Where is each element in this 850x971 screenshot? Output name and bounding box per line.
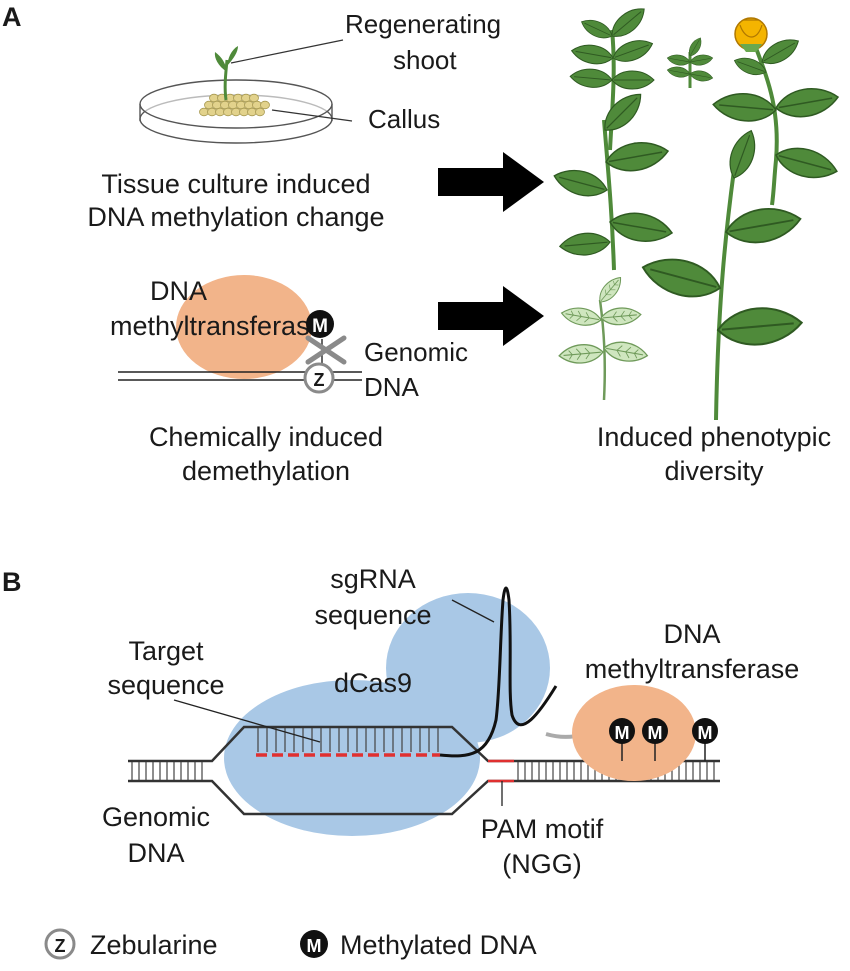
dcas9-blob-lower bbox=[224, 680, 480, 836]
callus-cell bbox=[260, 100, 270, 110]
pam-motif-red bbox=[488, 759, 514, 783]
removed-methyl-cross-icon bbox=[305, 335, 347, 365]
chemical-label-2: demethylation bbox=[182, 456, 350, 486]
tissue-culture-label-2: DNA methylation change bbox=[87, 202, 384, 232]
pam-label-1: PAM motif bbox=[481, 814, 604, 844]
callus-mass bbox=[199, 93, 270, 117]
plant-light-green bbox=[557, 272, 650, 401]
methyl-marks-b: M M M bbox=[609, 718, 718, 761]
methyl-mark-b1-icon bbox=[609, 718, 635, 744]
plant-small-sprout bbox=[666, 35, 714, 88]
regenerating-shoot-label-1: Regenerating bbox=[345, 9, 501, 39]
genomic-dna-b-label-2: DNA bbox=[127, 838, 184, 868]
dna-mtase-a-label-1: DNA bbox=[150, 276, 207, 306]
methyl-mark-a-icon bbox=[306, 310, 334, 338]
methyl-mark-b3-letter: M bbox=[698, 723, 713, 743]
dcas9-label: dCas9 bbox=[334, 668, 412, 698]
dna-mtase-a-label-2: methyltransferase bbox=[110, 311, 325, 341]
zebularine-mark-a-icon bbox=[303, 362, 335, 394]
genomic-dna-a-label-1: Genomic bbox=[364, 337, 468, 367]
methyl-mark-b1-letter: M bbox=[615, 723, 630, 743]
panel-b-letter: B bbox=[2, 567, 22, 597]
phenotypic-label-1: Induced phenotypic bbox=[597, 422, 831, 452]
panel-a-letter: A bbox=[2, 2, 22, 32]
sgrna-label-2: sequence bbox=[314, 600, 431, 630]
target-leader-line bbox=[173, 699, 321, 743]
regenerating-shoot-plantlet bbox=[214, 46, 238, 101]
plant-tall bbox=[637, 126, 805, 421]
legend-methylated-icon bbox=[300, 930, 328, 958]
zebularine-mark-a-letter: Z bbox=[314, 370, 325, 390]
dna-mtase-blob-a bbox=[176, 275, 312, 379]
shoot-leader-line bbox=[230, 39, 344, 64]
dna-mtase-b-label-2: methyltransferase bbox=[585, 654, 800, 684]
target-label-1: Target bbox=[128, 636, 204, 666]
phenotypic-label-2: diversity bbox=[664, 456, 764, 486]
methyl-mark-b3-icon bbox=[692, 718, 718, 744]
regenerating-shoot-label-2: shoot bbox=[393, 45, 457, 75]
plant-middle bbox=[550, 86, 676, 271]
arrow-chemical bbox=[438, 286, 544, 346]
legend-methylated-symbol: M bbox=[307, 936, 322, 956]
legend: Z Zebularine M Methylated DNA bbox=[44, 928, 537, 960]
target-label-2: sequence bbox=[107, 670, 224, 700]
legend-zebularine-icon bbox=[44, 928, 76, 960]
methyl-mark-b2-letter: M bbox=[648, 723, 663, 743]
sgrna-leader-line bbox=[451, 599, 495, 623]
genomic-dna-b-label-1: Genomic bbox=[102, 802, 210, 832]
arrow-tissue-culture bbox=[438, 152, 544, 212]
genomic-dna-a-label-2: DNA bbox=[364, 372, 420, 402]
methyl-mark-a-letter: M bbox=[312, 316, 328, 337]
callus-cell bbox=[255, 107, 265, 117]
sgrna-label-1: sgRNA bbox=[330, 564, 416, 594]
callus-cell bbox=[249, 93, 259, 103]
legend-zebularine-label: Zebularine bbox=[90, 930, 218, 960]
sgrna-strand bbox=[439, 586, 558, 758]
legend-methylated-label: Methylated DNA bbox=[340, 930, 537, 960]
plant-flowering bbox=[711, 17, 842, 206]
pam-label-2: (NGG) bbox=[502, 849, 581, 879]
legend-zebularine-symbol: Z bbox=[55, 936, 66, 956]
plant-top-left bbox=[568, 1, 657, 151]
methyl-mark-b2-icon bbox=[642, 718, 668, 744]
callus-label: Callus bbox=[368, 104, 440, 134]
tissue-culture-label-1: Tissue culture induced bbox=[101, 169, 370, 199]
chemical-label-1: Chemically induced bbox=[149, 422, 383, 452]
callus-leader-line bbox=[271, 109, 353, 122]
dna-mtase-b-label-1: DNA bbox=[663, 619, 720, 649]
